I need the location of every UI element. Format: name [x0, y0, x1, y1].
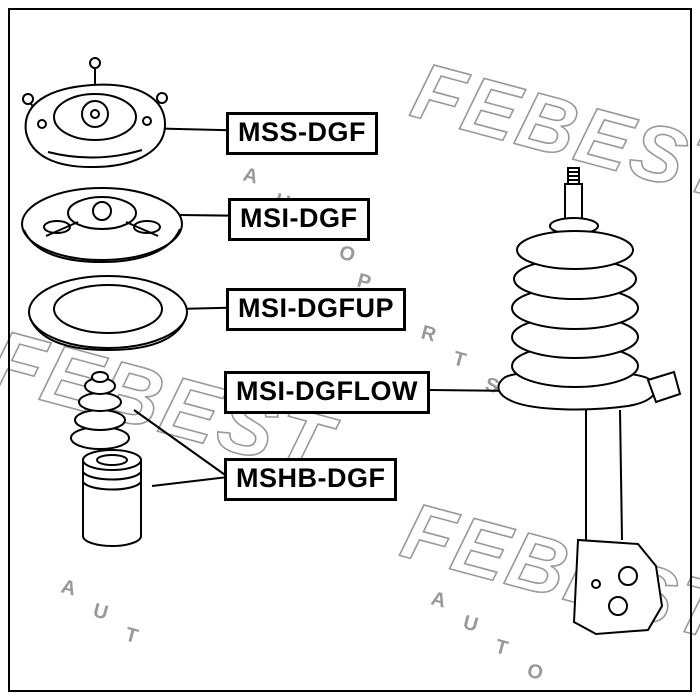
- part-label-mshb-dgf: MSHB-DGF: [224, 458, 398, 501]
- leader-line: [151, 476, 229, 487]
- part-label-msi-dgflow: MSI-DGFLOW: [224, 371, 430, 414]
- watermark-letter: U: [461, 612, 481, 637]
- watermark-letter: A: [59, 576, 79, 601]
- spring-seat-drawing: [21, 187, 183, 264]
- watermark-letter: U: [91, 600, 111, 625]
- watermark-letter: S: [483, 374, 502, 399]
- strut-mount-drawing: [22, 57, 168, 169]
- watermark-letter: T: [493, 636, 510, 660]
- border-frame: [8, 8, 692, 692]
- watermark-letter: T: [451, 348, 468, 372]
- part-label-mss-dgf: MSS-DGF: [226, 112, 378, 155]
- part-label-msi-dgfup: MSI-DGFUP: [226, 288, 406, 331]
- watermark-letter: O: [337, 242, 358, 267]
- watermark-brand-top: FEBEST: [404, 45, 700, 218]
- watermark-letter: O: [525, 660, 546, 685]
- upper-insulator-ring-drawing: [28, 275, 188, 352]
- watermark-letter: R: [419, 322, 439, 347]
- bump-stop-drawing: [70, 371, 130, 450]
- watermark-letter: A: [429, 588, 449, 613]
- watermark-letter: A: [241, 164, 261, 189]
- leader-line: [133, 409, 229, 478]
- strut-assembly-drawing: [497, 167, 682, 636]
- dust-boot-drawing: [82, 449, 142, 548]
- watermark-letter: T: [123, 624, 140, 648]
- part-label-msi-dgf: MSI-DGF: [228, 198, 370, 241]
